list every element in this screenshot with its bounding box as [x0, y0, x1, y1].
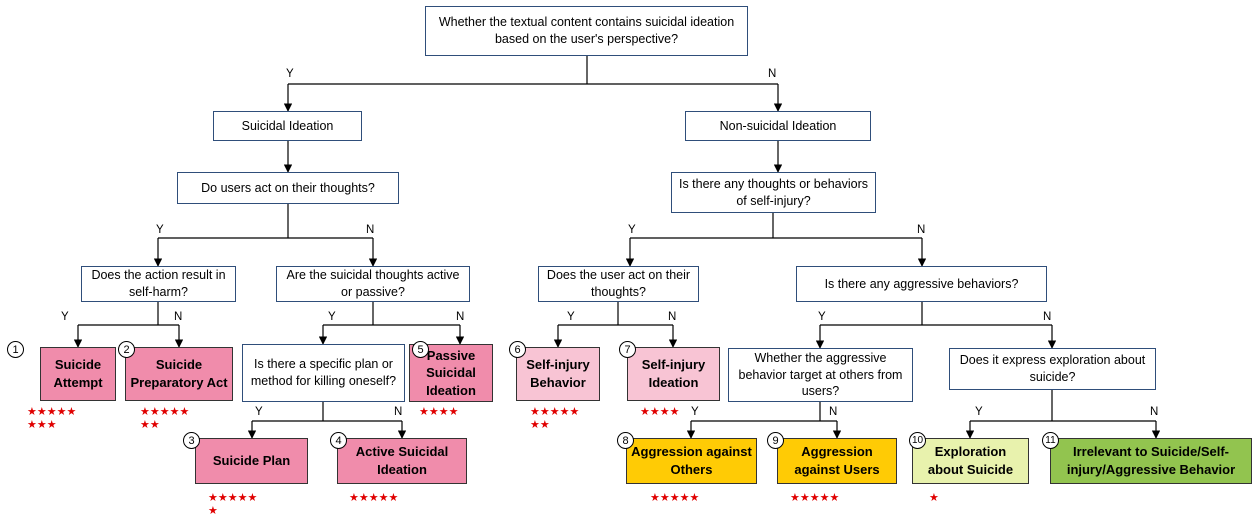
edge-label-yes: Y [255, 406, 263, 418]
aggression-target-question: Whether the aggressive behavior target a… [728, 348, 913, 402]
edge-label-no: N [1150, 406, 1159, 418]
edge-label-yes: Y [628, 224, 636, 236]
leaf-number-badge: 9 [767, 432, 784, 449]
active-passive-question: Are the suicidal thoughts active or pass… [276, 266, 470, 302]
leaf-number-badge: 3 [183, 432, 200, 449]
edge-label-yes: Y [567, 311, 575, 323]
edge-label-no: N [394, 406, 403, 418]
leaf-aggression-against-users: Aggression against Users [777, 438, 897, 484]
leaf-suicide-plan: Suicide Plan [195, 438, 308, 484]
star-rating: ★ [929, 492, 939, 504]
leaf-active-suicidal-ideation: Active Suicidal Ideation [337, 438, 467, 484]
leaf-number-badge: 8 [617, 432, 634, 449]
leaf-number-badge: 10 [909, 432, 926, 449]
self-injury-question: Is there any thoughts or behaviors of se… [671, 172, 876, 213]
leaf-number-badge: 5 [412, 341, 429, 358]
root-question-box: Whether the textual content contains sui… [425, 6, 748, 56]
edge-label-yes: Y [328, 311, 336, 323]
star-rating: ★★★★ [640, 406, 680, 418]
edge-label-no: N [768, 68, 777, 80]
star-rating: ★★★★★ ★★ [530, 406, 580, 432]
edge-label-no: N [456, 311, 465, 323]
leaf-number-badge: 6 [509, 341, 526, 358]
leaf-suicide-attempt: Suicide Attempt [40, 347, 116, 401]
user-act-question: Does the user act on their thoughts? [538, 266, 699, 302]
edge-label-no: N [1043, 311, 1052, 323]
act-on-thoughts-question: Do users act on their thoughts? [177, 172, 399, 204]
suicidal-ideation-box: Suicidal Ideation [213, 111, 362, 141]
star-rating: ★★★★★ [650, 492, 700, 504]
edge-label-no: N [917, 224, 926, 236]
leaf-irrelevant: Irrelevant to Suicide/Self-injury/Aggres… [1050, 438, 1252, 484]
star-rating: ★★★★★ [349, 492, 399, 504]
edge-label-yes: Y [975, 406, 983, 418]
leaf-self-injury-ideation: Self-injury Ideation [627, 347, 720, 401]
leaf-self-injury-behavior: Self-injury Behavior [516, 347, 600, 401]
non-suicidal-ideation-box: Non-suicidal Ideation [685, 111, 871, 141]
edge-label-no: N [829, 406, 838, 418]
star-rating: ★★★★★ [790, 492, 840, 504]
leaf-number-badge: 1 [7, 341, 24, 358]
leaf-number-badge: 4 [330, 432, 347, 449]
edge-label-yes: Y [691, 406, 699, 418]
leaf-number-badge: 11 [1042, 432, 1059, 449]
edge-label-yes: Y [286, 68, 294, 80]
leaf-exploration-about-suicide: Exploration about Suicide [912, 438, 1029, 484]
leaf-number-badge: 2 [118, 341, 135, 358]
specific-plan-question: Is there a specific plan or method for k… [242, 344, 405, 402]
leaf-suicide-preparatory-act: Suicide Preparatory Act [125, 347, 233, 401]
star-rating: ★★★★★ ★ [208, 492, 258, 518]
edge-label-yes: Y [156, 224, 164, 236]
exploration-question: Does it express exploration about suicid… [949, 348, 1156, 390]
edge-label-no: N [366, 224, 375, 236]
edge-label-yes: Y [61, 311, 69, 323]
edge-label-no: N [174, 311, 183, 323]
star-rating: ★★★★★ ★★★ [27, 406, 77, 432]
leaf-aggression-against-others: Aggression against Others [626, 438, 757, 484]
edge-label-no: N [668, 311, 677, 323]
star-rating: ★★★★ [419, 406, 459, 418]
self-harm-question: Does the action result in self-harm? [81, 266, 236, 302]
edge-label-yes: Y [818, 311, 826, 323]
aggressive-behavior-question: Is there any aggressive behaviors? [796, 266, 1047, 302]
leaf-number-badge: 7 [619, 341, 636, 358]
star-rating: ★★★★★ ★★ [140, 406, 190, 432]
